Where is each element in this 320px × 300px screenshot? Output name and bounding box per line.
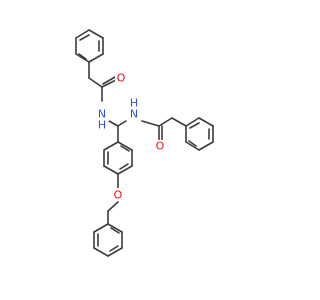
right-phenyl-ring	[185, 117, 214, 151]
structure-svg: O N H N H O O	[75, 29, 214, 257]
label-o-right: O	[156, 140, 165, 153]
molecule-diagram: O N H N H O O	[75, 29, 214, 257]
label-n-right: N	[130, 108, 138, 121]
label-h-left: H	[98, 119, 106, 132]
atom-o-top: O	[115, 72, 127, 85]
label-o-top: O	[117, 72, 126, 85]
benzyloxy-linker	[107, 173, 119, 225]
label-n-left: N	[98, 108, 106, 121]
central-methine	[108, 120, 127, 127]
middle-phenyl-ring	[103, 125, 133, 175]
bottom-phenyl-ring	[93, 223, 123, 257]
atom-n-left: N H	[96, 108, 109, 132]
atom-n-right: N H	[128, 97, 141, 121]
atom-o-right: O	[154, 140, 166, 153]
atom-o-ether: O	[112, 188, 124, 202]
label-h-right: H	[130, 97, 138, 110]
top-phenyl-ring	[75, 29, 104, 63]
top-acyl-chain	[88, 61, 117, 102]
right-acyl-chain	[141, 117, 187, 141]
label-o-ether: O	[114, 189, 123, 202]
